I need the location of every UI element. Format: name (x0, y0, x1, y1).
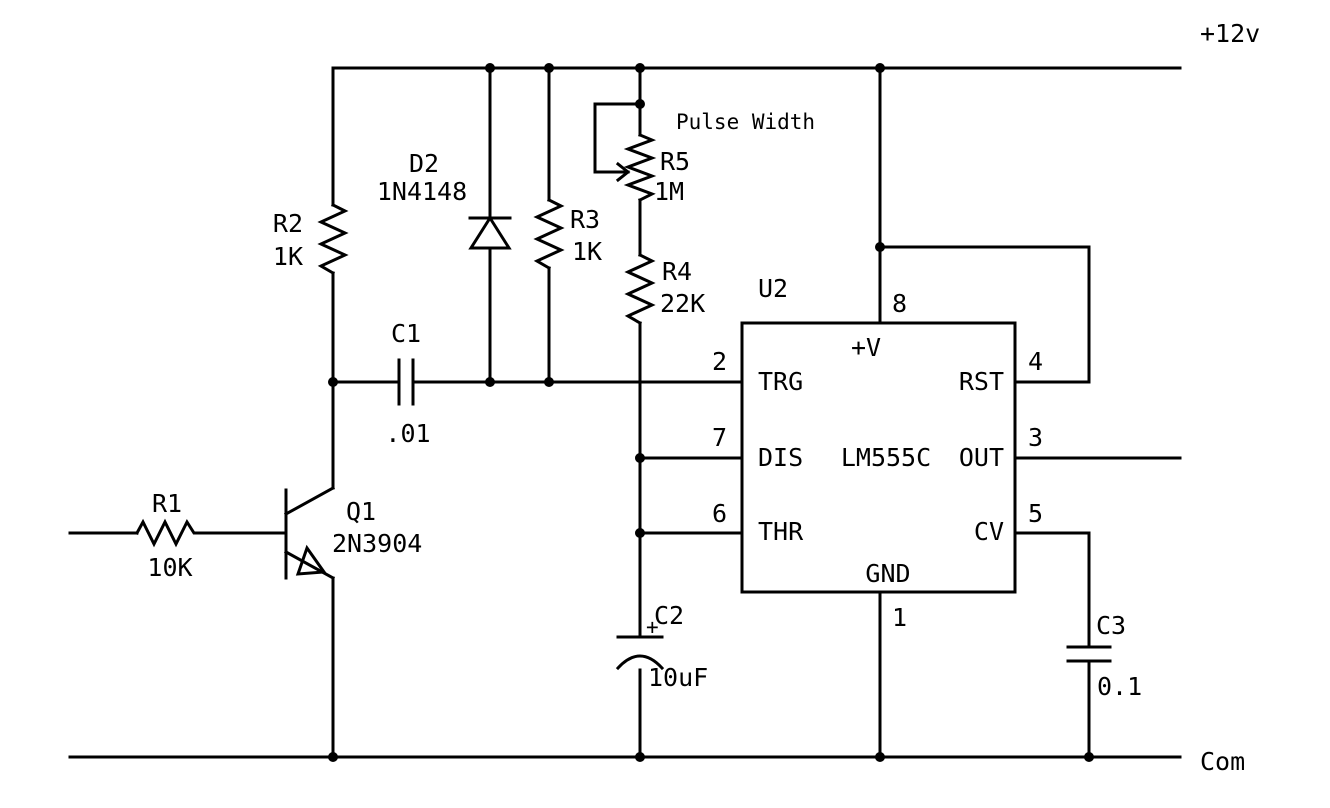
r5-value: 1M (654, 177, 684, 206)
junction-dot (485, 63, 495, 73)
r4-ref: R4 (662, 257, 692, 286)
resistor-r3: R3 1K (533, 197, 602, 271)
potentiometer-r5: Pulse Width R5 1M (615, 110, 815, 206)
c2-polarity: + (646, 615, 659, 639)
resistor-r1: R1 10K (134, 489, 202, 582)
junction-dot (635, 99, 645, 109)
vcc-rail-label: +12v (1200, 19, 1260, 48)
junction-dot (635, 453, 645, 463)
junction-dot (485, 377, 495, 387)
r2-ref: R2 (273, 209, 303, 238)
d2-value: 1N4148 (377, 177, 467, 206)
pin-num-dis: 7 (712, 423, 727, 452)
r5-wiper-arrow (615, 161, 631, 183)
r1-symbol (134, 518, 202, 548)
pin-name-trg: TRG (758, 367, 803, 396)
c1-ref: C1 (391, 319, 421, 348)
junction-dot (875, 242, 885, 252)
pin-name-vcc: +V (851, 333, 881, 362)
r3-value: 1K (572, 237, 602, 266)
q1-emitter-lead (283, 549, 336, 581)
pin-num-rst: 4 (1028, 347, 1043, 376)
cv-wire (1014, 531, 1091, 648)
pin-name-out: OUT (959, 443, 1004, 472)
pin-num-cv: 5 (1028, 499, 1043, 528)
r2-value: 1K (273, 242, 303, 271)
c3-ref: C3 (1096, 611, 1126, 640)
junction-dot (328, 377, 338, 387)
d2-anode-triangle (468, 215, 512, 250)
u2-body (740, 321, 1017, 594)
resistor-r2: R2 1K (273, 202, 349, 276)
pin-name-rst: RST (959, 367, 1004, 396)
c3-value: 0.1 (1097, 672, 1142, 701)
capacitor-c2: + C2 10uF (615, 601, 708, 692)
transistor-q1: Q1 2N3904 (283, 485, 422, 581)
r5-wiper-loop (593, 102, 642, 174)
ground-rail-label: Com (1200, 747, 1245, 776)
capacitor-c3: C3 0.1 (1066, 611, 1142, 701)
pin-num-vcc: 8 (892, 289, 907, 318)
d2-ref: D2 (409, 149, 439, 178)
junction-dot (635, 752, 645, 762)
c2-ref: C2 (654, 601, 684, 630)
pin-name-dis: DIS (758, 443, 803, 472)
r3-symbol (533, 197, 565, 271)
r1-value: 10K (147, 553, 192, 582)
junction-dot (544, 63, 554, 73)
resistor-r4: R4 22K (624, 252, 705, 326)
r1-ref: R1 (152, 489, 182, 518)
c1-symbol (397, 358, 415, 406)
pin-name-cv: CV (974, 517, 1004, 546)
c3-symbol (1066, 645, 1112, 663)
pin-num-out: 3 (1028, 423, 1043, 452)
r2-symbol (317, 202, 349, 276)
q1-ref: Q1 (346, 497, 376, 526)
wires (68, 66, 1182, 759)
u2-ref: U2 (758, 274, 788, 303)
pin-name-thr: THR (758, 517, 804, 546)
junction-dot (328, 752, 338, 762)
r5-ref: R5 (660, 147, 690, 176)
junction-dot (544, 377, 554, 387)
r4-value: 22K (660, 289, 705, 318)
q1-value: 2N3904 (332, 529, 422, 558)
pin-num-thr: 6 (712, 499, 727, 528)
u2-part-number: LM555C (841, 443, 931, 472)
pin-name-gnd: GND (865, 559, 910, 588)
junction-dot (635, 63, 645, 73)
capacitor-c1: C1 .01 (385, 319, 430, 448)
junction-dot (635, 528, 645, 538)
reset-tie-wire (878, 245, 1091, 384)
junctions (328, 63, 1094, 762)
junction-dot (1084, 752, 1094, 762)
c1-value: .01 (385, 419, 430, 448)
c2-value: 10uF (648, 663, 708, 692)
c2-curved-plate (615, 654, 665, 671)
pin-num-gnd: 1 (892, 603, 907, 632)
pin-num-trg: 2 (712, 347, 727, 376)
r5-symbol (623, 133, 657, 203)
q1-collector-lead (283, 485, 336, 517)
r4-symbol (624, 252, 656, 326)
r3-ref: R3 (570, 205, 600, 234)
diode-d2: D2 1N4148 (377, 149, 512, 250)
pot-function-label: Pulse Width (676, 110, 815, 134)
junction-dot (875, 752, 885, 762)
junction-dot (875, 63, 885, 73)
q1-emitter-arrow (295, 544, 327, 576)
ic-u2: U2 LM555C +V TRG DIS THR RST OUT CV GND … (712, 274, 1043, 632)
